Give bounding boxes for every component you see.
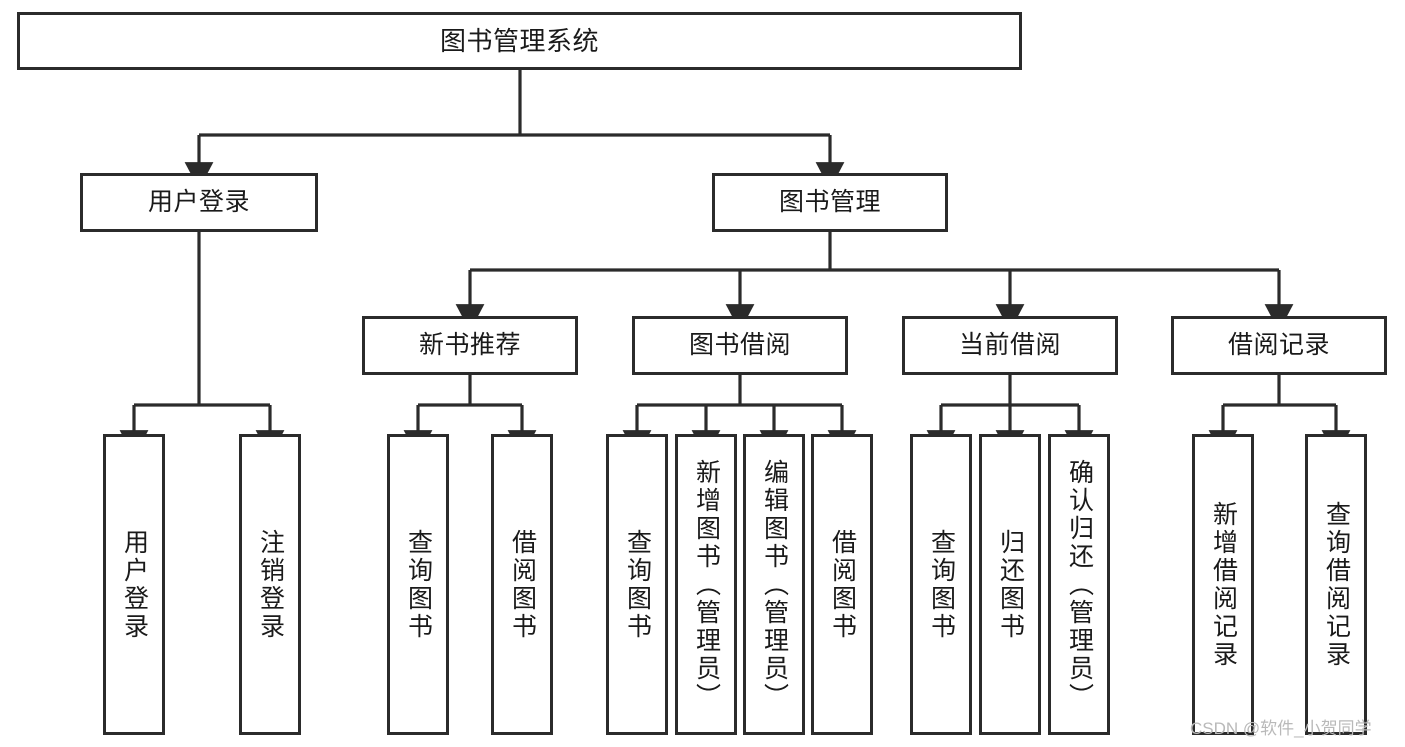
edges-current-to-leaves (926, 375, 1094, 458)
node-borrow-records[interactable]: 借阅记录 (1171, 316, 1387, 375)
leaf-borrow-borrow-book[interactable]: 借阅图书 (811, 434, 873, 735)
leaf-new-book-query[interactable]: 查询图书 (387, 434, 449, 735)
node-label: 图书管理系统 (439, 25, 599, 56)
node-book-borrow[interactable]: 图书借阅 (632, 316, 848, 375)
leaf-current-return-book[interactable]: 归还图书 (979, 434, 1041, 735)
edges-user-login-to-leaves (119, 232, 285, 458)
node-new-book-recommend[interactable]: 新书推荐 (362, 316, 578, 375)
node-label: 查询图书 (404, 528, 433, 641)
node-label: 查询图书 (927, 528, 956, 641)
leaf-user-login-logout[interactable]: 注销登录 (239, 434, 301, 735)
leaf-records-add-record[interactable]: 新增借阅记录 (1192, 434, 1254, 735)
node-label: 查询借阅记录 (1322, 500, 1351, 669)
edges-records-to-leaves (1208, 375, 1351, 458)
leaf-current-query-book[interactable]: 查询图书 (910, 434, 972, 735)
leaf-user-login-login[interactable]: 用户登录 (103, 434, 165, 735)
node-label: 新书推荐 (418, 331, 521, 359)
leaf-records-query-record[interactable]: 查询借阅记录 (1305, 434, 1367, 735)
node-label: 用户登录 (147, 188, 250, 216)
node-label: 编辑图书（管理员） (760, 458, 789, 711)
node-label: 当前借阅 (958, 331, 1061, 359)
node-label: 确认归还（管理员） (1065, 458, 1094, 711)
edges-root-to-level1 (184, 70, 845, 190)
node-label: 图书管理 (778, 188, 881, 216)
edges-book-mgmt-to-level2 (455, 232, 1294, 332)
leaf-borrow-edit-book-admin[interactable]: 编辑图书（管理员） (743, 434, 805, 735)
node-label: 借阅图书 (828, 528, 857, 641)
node-label: 借阅图书 (508, 528, 537, 641)
leaf-borrow-query-book[interactable]: 查询图书 (606, 434, 668, 735)
node-current-borrow[interactable]: 当前借阅 (902, 316, 1118, 375)
node-label: 图书借阅 (688, 331, 791, 359)
watermark-text: CSDN @软件_小贺同学 (1190, 719, 1372, 738)
edges-borrow-to-leaves (622, 375, 857, 458)
leaf-new-book-borrow[interactable]: 借阅图书 (491, 434, 553, 735)
node-label: 借阅记录 (1227, 331, 1330, 359)
node-user-login[interactable]: 用户登录 (80, 173, 318, 232)
node-root-library-system[interactable]: 图书管理系统 (17, 12, 1022, 70)
node-label: 用户登录 (120, 528, 149, 641)
leaf-borrow-add-book-admin[interactable]: 新增图书（管理员） (675, 434, 737, 735)
leaf-current-confirm-return-admin[interactable]: 确认归还（管理员） (1048, 434, 1110, 735)
edges-new-book-to-leaves (403, 375, 537, 458)
node-label: 查询图书 (623, 528, 652, 641)
node-label: 注销登录 (256, 528, 285, 641)
node-book-management[interactable]: 图书管理 (712, 173, 948, 232)
node-label: 新增图书（管理员） (692, 458, 721, 711)
node-label: 归还图书 (996, 528, 1025, 641)
node-label: 新增借阅记录 (1209, 500, 1238, 669)
